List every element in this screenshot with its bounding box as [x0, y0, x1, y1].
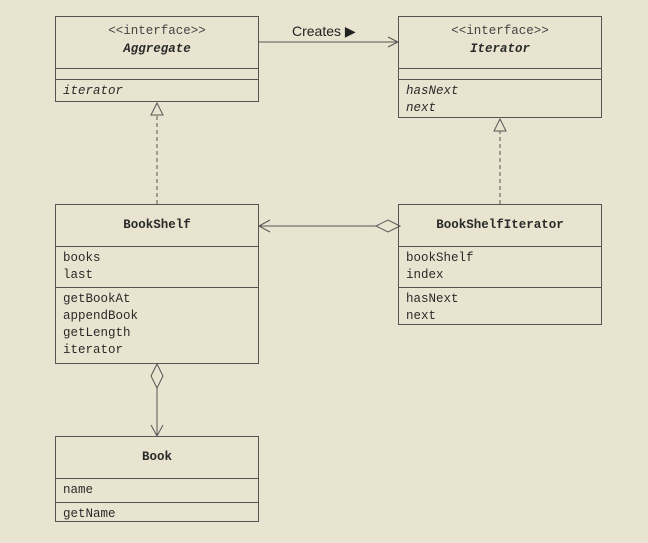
- method-item: iterator: [63, 343, 124, 357]
- creates-label: Creates ▶: [292, 23, 356, 40]
- class-header: Book: [56, 437, 258, 479]
- methods-section: hasNext next: [399, 80, 601, 120]
- class-bookshelf: BookShelf books last getBookAt appendBoo…: [55, 204, 259, 364]
- attributes-section: books last: [56, 247, 258, 288]
- attribute-item: books: [63, 251, 101, 265]
- class-iterator: <<interface>> Iterator hasNext next: [398, 16, 602, 118]
- methods-section: hasNext next: [399, 288, 601, 328]
- class-bookshelf-iterator: BookShelfIterator bookShelf index hasNex…: [398, 204, 602, 325]
- realization-triangle-icon: [493, 117, 507, 132]
- method-item: getName: [63, 507, 116, 521]
- stereotype-label: <<interface>>: [451, 24, 549, 38]
- attributes-section: [56, 69, 258, 80]
- attributes-section: bookShelf index: [399, 247, 601, 288]
- class-header: BookShelf: [56, 205, 258, 247]
- method-item: getLength: [63, 326, 131, 340]
- attributes-section: name: [56, 479, 258, 503]
- attribute-item: bookShelf: [406, 251, 474, 265]
- class-header: <<interface>> Iterator: [399, 17, 601, 69]
- class-name: BookShelfIterator: [436, 218, 564, 232]
- class-header: BookShelfIterator: [399, 205, 601, 247]
- realization-triangle-icon: [150, 101, 164, 116]
- creates-direction-icon: ▶: [344, 23, 356, 39]
- attribute-item: last: [63, 268, 94, 282]
- open-arrowhead-icon: [257, 219, 271, 233]
- methods-section: getName: [56, 503, 258, 526]
- stereotype-label: <<interface>>: [108, 24, 206, 38]
- class-name: Iterator: [469, 42, 530, 56]
- class-name: BookShelf: [123, 218, 191, 232]
- attribute-item: index: [406, 268, 444, 282]
- method-item: hasNext: [406, 292, 459, 306]
- class-header: <<interface>> Aggregate: [56, 17, 258, 69]
- creates-label-text: Creates: [292, 23, 342, 39]
- class-name: Book: [141, 450, 172, 464]
- class-aggregate: <<interface>> Aggregate iterator: [55, 16, 259, 102]
- method-item: next: [406, 101, 437, 115]
- class-name: Aggregate: [123, 42, 191, 56]
- method-item: next: [406, 309, 437, 323]
- method-item: appendBook: [63, 309, 139, 323]
- class-book: Book name getName: [55, 436, 259, 522]
- method-item: getBookAt: [63, 292, 131, 306]
- attributes-section: [399, 69, 601, 80]
- methods-section: getBookAt appendBook getLength iterator: [56, 288, 258, 362]
- method-item: hasNext: [406, 84, 459, 98]
- aggregation-diamond-icon: [150, 362, 164, 390]
- attribute-item: name: [63, 483, 94, 497]
- method-item: iterator: [63, 84, 124, 98]
- methods-section: iterator: [56, 80, 258, 103]
- aggregation-diamond-icon: [374, 219, 402, 233]
